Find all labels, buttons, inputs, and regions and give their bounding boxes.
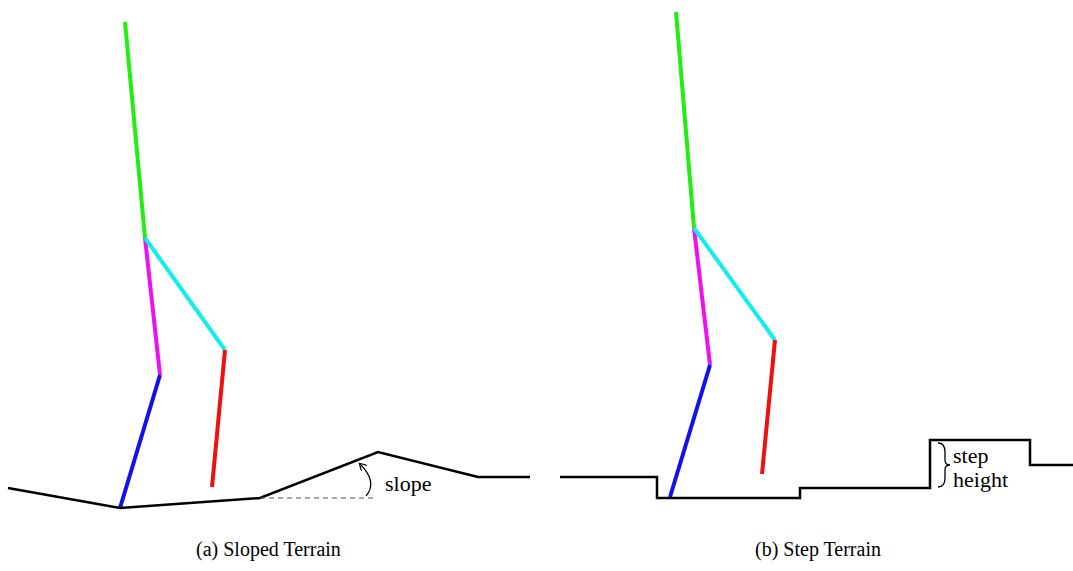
subfigure-caption: (a) Sloped Terrain [196, 538, 341, 560]
subfigure-caption: (b) Step Terrain [755, 538, 881, 560]
step-terrain [560, 440, 1073, 498]
walker-figure-b [670, 12, 775, 497]
slope-label: slope [385, 472, 431, 496]
step-height-brace [938, 443, 950, 487]
sloped-terrain [8, 452, 530, 508]
horizontal-reference [260, 498, 375, 499]
walker-figure-a [120, 22, 225, 508]
slope-angle-arc [360, 464, 371, 496]
step-height-label: step height [953, 444, 1008, 492]
